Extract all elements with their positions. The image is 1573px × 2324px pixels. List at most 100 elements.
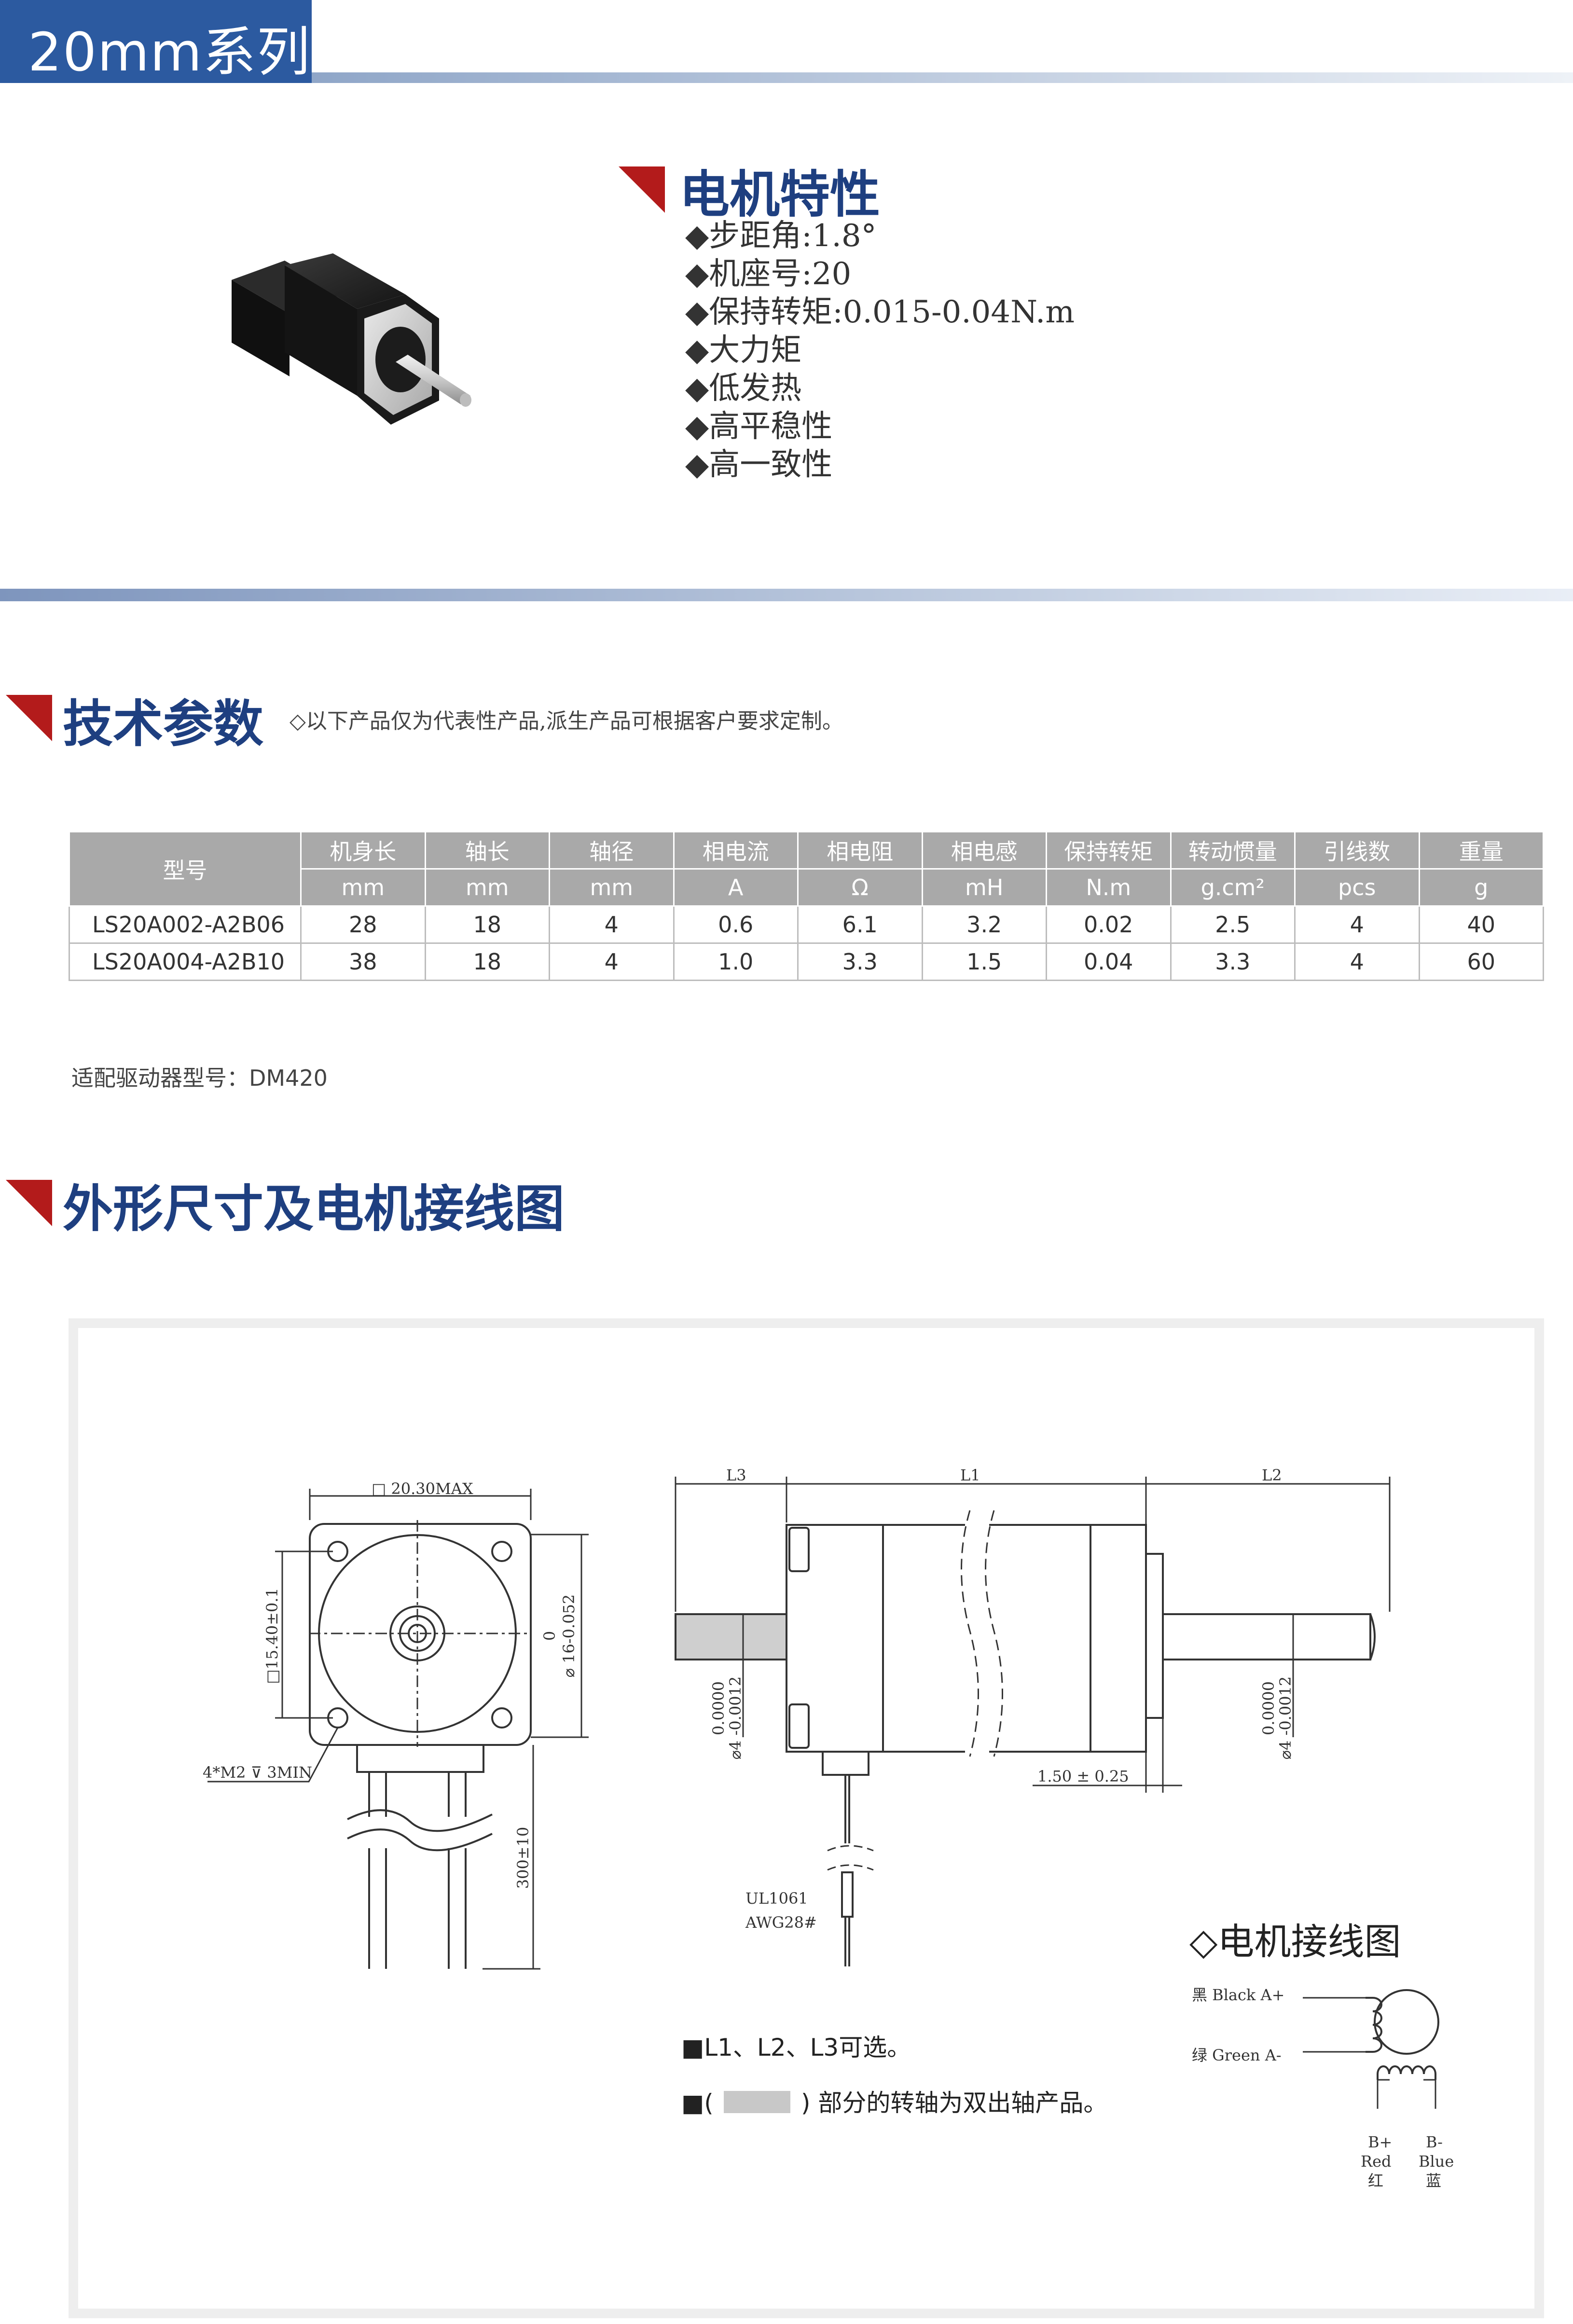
l2-label: L2 (1262, 1466, 1282, 1484)
pilot-diameter-label: ⌀ 16-0.052 (560, 1594, 578, 1678)
model-header: 型号 (69, 831, 302, 907)
table-unit-row: mm mm mm A Ω mH N.m g.cm² pcs g (69, 868, 1544, 907)
wire-b-minus-2: Blue (1419, 2152, 1454, 2171)
optional-lengths-note: ■L1、L2、L3可选。 (681, 2034, 911, 2061)
table-header-row: 型号 机身长 轴长 轴径 相电流 相电阻 相电感 保持转矩 转动惯量 引线数 重… (69, 831, 1544, 907)
dual-shaft-note-suffix: ) 部分的转轴为双出轴产品。 (801, 2089, 1107, 2117)
column-header: 相电阻 (797, 831, 923, 870)
table-cell: 3.3 (797, 942, 923, 981)
feature-item: ◆低发热 (685, 371, 802, 406)
pilot-length-label: 1.50 ± 0.25 (1037, 1767, 1129, 1785)
column-unit: mm (549, 868, 675, 907)
wire-a-minus: 绿 Green A- (1192, 2046, 1282, 2064)
column-header: 转动惯量 (1170, 831, 1296, 870)
features-title: 电机特性 (679, 165, 881, 224)
table-cell: 3.2 (921, 905, 1047, 944)
wire-b-minus-1: B- (1426, 2133, 1443, 2151)
table-cell: 0.6 (673, 905, 799, 944)
wire-b-plus-3: 红 (1368, 2172, 1383, 2190)
dual-shaft-note-prefix: ■( (681, 2089, 714, 2117)
feature-item: ◆高平稳性 (685, 409, 833, 444)
tech-title: 技术参数 (63, 694, 264, 753)
table-cell: 0.04 (1046, 942, 1172, 981)
table-cell: 6.1 (797, 905, 923, 944)
front-view (207, 1489, 589, 1970)
model-cell: LS20A002-A2B06 (69, 905, 302, 944)
features-marker (619, 166, 665, 213)
table-row: LS20A002-A2B06 28 18 4 0.6 6.1 3.2 0.02 … (69, 905, 1544, 944)
series-header: 20mm系列 (0, 0, 1573, 87)
holes-label: 4*M2 ⊽ 3MIN (203, 1763, 312, 1782)
feature-item: ◆机座号:20 (685, 256, 852, 292)
column-unit: g (1418, 868, 1544, 907)
series-title: 20mm系列 (28, 21, 311, 83)
l3-label: L3 (726, 1466, 746, 1484)
side-view (675, 1477, 1391, 1966)
column-header: 轴长 (424, 831, 550, 870)
column-unit: g.cm² (1170, 868, 1296, 907)
motor-photo (232, 253, 471, 425)
feature-item: ◆步距角:1.8° (685, 218, 877, 254)
table-cell: 1.0 (673, 942, 799, 981)
wire-b-minus-3: 蓝 (1426, 2172, 1441, 2190)
column-unit: Ω (797, 868, 923, 907)
wiring-title: ◇电机接线图 (1189, 1920, 1401, 1963)
wire-spec-awg: AWG28# (745, 1913, 817, 1932)
front-shaft-diameter: ⌀4 -0.0012 (726, 1676, 745, 1760)
table-cell: 4 (1294, 942, 1420, 981)
tech-note: ◇以下产品仅为代表性产品,派生产品可根据客户要求定制。 (290, 709, 843, 733)
drawing-frame (69, 1318, 1544, 2318)
table-cell: 0.02 (1046, 905, 1172, 944)
table-cell: 1.5 (921, 942, 1047, 981)
table-cell: 28 (300, 905, 426, 944)
column-header: 轴径 (549, 831, 675, 870)
header-rule (312, 72, 1573, 83)
table-row: LS20A004-A2B10 38 18 4 1.0 3.3 1.5 0.04 … (69, 942, 1544, 981)
driver-note: 适配驱动器型号：DM420 (71, 1065, 328, 1091)
model-cell: LS20A004-A2B10 (69, 942, 302, 981)
wiring-diagram (1303, 1989, 1439, 2109)
table-cell: 38 (300, 942, 426, 981)
table-cell: 60 (1418, 942, 1544, 981)
table-cell: 18 (424, 905, 550, 944)
column-unit: mm (424, 868, 550, 907)
column-unit: pcs (1294, 868, 1420, 907)
table-cell: 3.3 (1170, 942, 1296, 981)
rear-shaft-tolerance: 0.0000 (1259, 1681, 1278, 1735)
column-unit: mH (921, 868, 1047, 907)
l1-label: L1 (960, 1466, 980, 1484)
series-tab: 20mm系列 (0, 0, 312, 83)
wire-spec-ul: UL1061 (745, 1889, 808, 1908)
wire-b-plus-2: Red (1361, 2152, 1392, 2171)
square-label: □ 20.30MAX (372, 1480, 473, 1498)
table-cell: 2.5 (1170, 905, 1296, 944)
feature-item: ◆大力矩 (685, 332, 802, 368)
table-cell: 4 (549, 905, 675, 944)
wire-b-plus-1: B+ (1368, 2133, 1392, 2151)
column-header: 相电流 (673, 831, 799, 870)
column-header: 引线数 (1294, 831, 1420, 870)
table-cell: 4 (1294, 905, 1420, 944)
column-header: 重量 (1418, 831, 1544, 870)
spec-table: 型号 机身长 轴长 轴径 相电流 相电阻 相电感 保持转矩 转动惯量 引线数 重… (69, 831, 1544, 981)
rear-shaft-diameter: ⌀4 -0.0012 (1276, 1676, 1295, 1760)
feature-item: ◆高一致性 (685, 447, 833, 483)
table-cell: 40 (1418, 905, 1544, 944)
column-header: 保持转矩 (1046, 831, 1172, 870)
drawing-marker (6, 1180, 52, 1226)
hole-spacing-label: □15.40±0.1 (263, 1588, 281, 1684)
wire-a-plus: 黑 Black A+ (1192, 1986, 1284, 2004)
features-list: ◆步距角:1.8° ◆机座号:20 ◆保持转矩:0.015-0.04N.m ◆大… (685, 217, 1075, 484)
column-unit: A (673, 868, 799, 907)
section-divider (0, 589, 1573, 601)
column-header: 机身长 (300, 831, 426, 870)
shaded-legend-swatch (724, 2091, 790, 2113)
column-header: 相电感 (921, 831, 1047, 870)
column-unit: mm (300, 868, 426, 907)
drawing-title: 外形尺寸及电机接线图 (63, 1179, 565, 1238)
feature-item: ◆保持转矩:0.015-0.04N.m (685, 294, 1075, 330)
lead-length-label: 300±10 (514, 1827, 532, 1889)
table-cell: 18 (424, 942, 550, 981)
tech-marker (6, 695, 52, 741)
